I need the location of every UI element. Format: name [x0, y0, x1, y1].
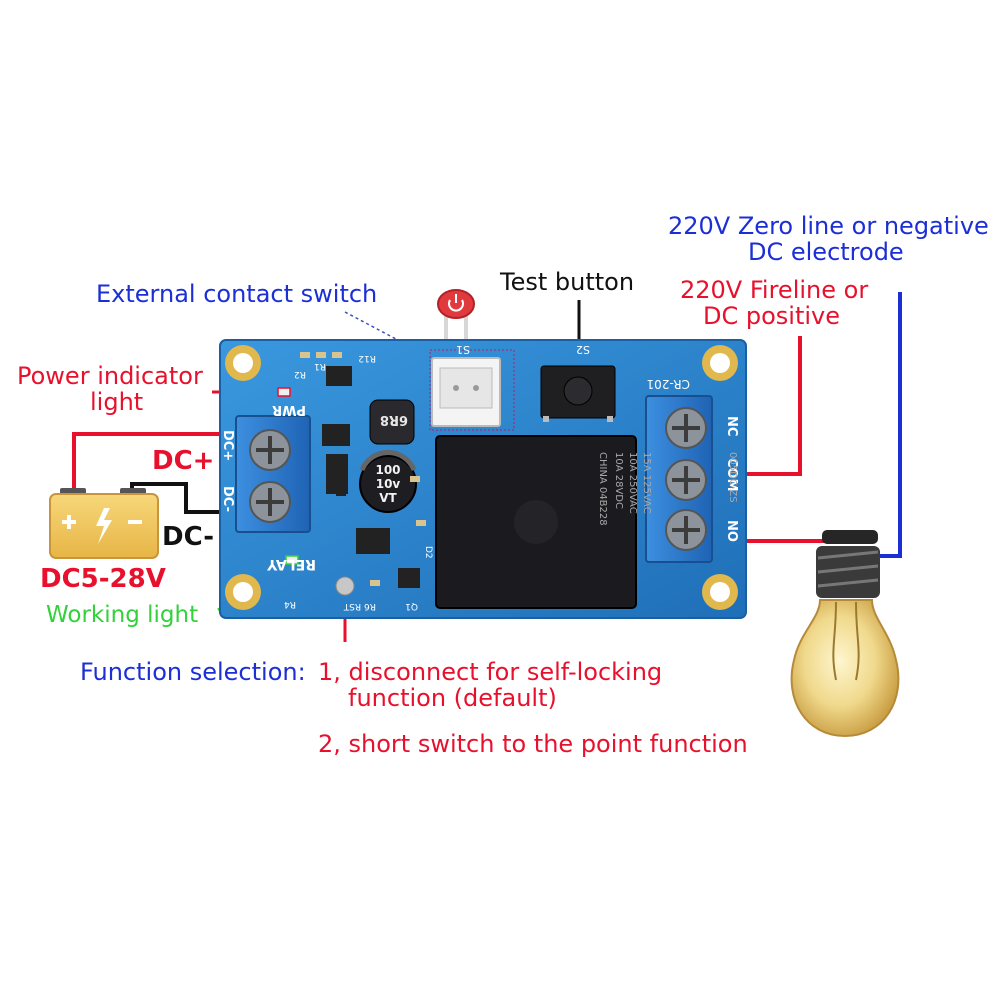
silk-r2: R2	[294, 369, 306, 379]
label-working-light: Working light	[46, 602, 199, 628]
dc-terminal-block	[235, 415, 311, 533]
label-external-switch: External contact switch	[96, 280, 378, 308]
label-dc-range: DC5-28V	[40, 564, 166, 594]
silk-nc: NC	[724, 416, 739, 436]
silk-dc-plus: DC+	[220, 430, 235, 461]
label-function-1a: 1, disconnect for self-locking	[318, 658, 663, 686]
relay-text-4: 005DC-ZS	[727, 452, 738, 503]
power-icon	[448, 294, 464, 312]
relay-text-3: 15A 125VAC	[641, 452, 652, 514]
wire-zero-line	[866, 292, 902, 558]
label-power-indicator-2: light	[90, 388, 144, 416]
silk-dc-minus: DC-	[220, 486, 235, 512]
silk-d2: D2	[423, 546, 433, 559]
external-switch-cap	[437, 289, 475, 352]
capacitor-marking: 100 10v VT	[375, 463, 400, 505]
light-bulb-icon	[790, 530, 900, 738]
cap-line-1: 100	[375, 463, 400, 477]
label-function-2: 2, short switch to the point function	[318, 730, 748, 758]
silk-r1: R1	[314, 361, 326, 371]
relay-text-2: 10A 250VAC	[627, 452, 638, 514]
silk-r4: R4	[284, 599, 296, 609]
wire-com-fireline	[745, 336, 802, 476]
silk-no: NO	[724, 520, 739, 542]
relay-text-1: 10A 28VDC	[613, 452, 624, 509]
inductor-component	[369, 399, 415, 445]
silk-model: CR-201	[647, 377, 690, 391]
label-dc-minus: DC-	[162, 522, 215, 552]
cap-line-2: 10v	[376, 477, 401, 491]
label-zero-line-1: 220V Zero line or negative	[668, 212, 989, 240]
pointer-external-switch	[344, 311, 446, 366]
label-dc-plus: DC+	[152, 446, 215, 476]
cap-line-3: VT	[379, 491, 397, 505]
silk-r12: R12	[358, 353, 376, 363]
silk-rst: R6 RST	[343, 601, 376, 611]
relay-module-pcb: DC+ DC- RELAY PWR S1 S2 CR-201 NC COM NO…	[219, 339, 747, 619]
wire-dc-plus	[72, 432, 222, 492]
label-test-button: Test button	[500, 268, 635, 296]
wires	[72, 292, 902, 642]
mount-holes	[225, 345, 738, 610]
label-fireline-2: DC positive	[703, 302, 841, 330]
inductor-marking: 6R8	[380, 412, 408, 427]
wire-dc-minus	[130, 482, 222, 514]
silk-com: COM	[724, 458, 739, 492]
relay-marking: CHINA 04B228 10A 28VDC 10A 250VAC 15A 12…	[597, 452, 738, 526]
label-function-1b: function (default)	[348, 684, 557, 712]
s1-connector	[429, 349, 515, 431]
label-zero-line-2: DC electrode	[748, 238, 904, 266]
relay-component	[435, 435, 637, 609]
battery-icon	[49, 488, 159, 559]
silk-pwr: PWR	[272, 402, 306, 417]
silk-s1: S1	[456, 343, 470, 356]
capacitor-component	[359, 449, 417, 513]
test-button-switch	[540, 365, 616, 422]
relay-terminal-block	[645, 395, 713, 563]
silk-q1: Q1	[405, 601, 418, 611]
label-power-indicator-1: Power indicator	[17, 362, 203, 390]
small-components	[277, 352, 426, 596]
silk-s2: S2	[576, 343, 590, 356]
label-fireline-1: 220V Fireline or	[680, 276, 869, 304]
relay-text-0: CHINA 04B228	[597, 452, 608, 526]
label-function-selection: Function selection:	[80, 658, 306, 686]
silkscreen: DC+ DC- RELAY PWR S1 S2 CR-201 NC COM NO…	[220, 343, 739, 611]
silk-relay: RELAY	[266, 556, 316, 572]
